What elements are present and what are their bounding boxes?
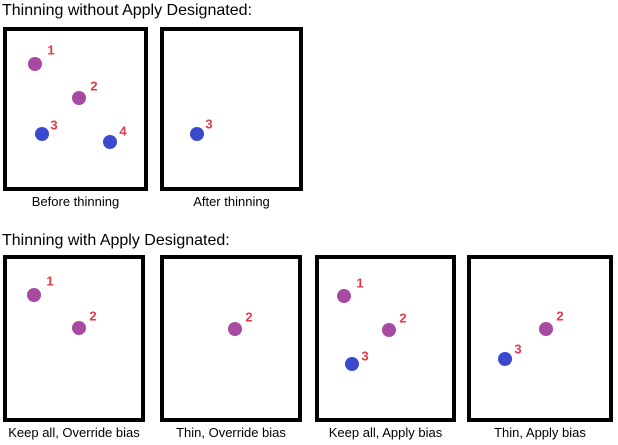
panel-caption-before-thinning: Before thinning bbox=[31, 194, 120, 209]
data-point-1-purple-dot bbox=[27, 288, 41, 302]
data-point-3-blue-dot bbox=[35, 127, 49, 141]
data-point-label-2: 2 bbox=[89, 308, 97, 324]
panel-caption-keep-all-override-bias: Keep all, Override bias bbox=[8, 425, 140, 440]
panel-box-keep-all-apply-bias bbox=[315, 255, 456, 422]
data-point-label-2: 2 bbox=[90, 78, 98, 94]
panel-caption-after-thinning: After thinning bbox=[193, 194, 270, 209]
data-point-1-purple-dot bbox=[337, 289, 351, 303]
panel-caption-keep-all-apply-bias: Keep all, Apply bias bbox=[328, 425, 443, 440]
data-point-2-purple-dot bbox=[228, 322, 242, 336]
panel-box-after-thinning bbox=[160, 27, 303, 191]
data-point-label-2: 2 bbox=[399, 310, 407, 326]
panel-caption-thin-apply-bias: Thin, Apply bias bbox=[494, 425, 586, 440]
data-point-label-3: 3 bbox=[205, 116, 213, 132]
data-point-label-1: 1 bbox=[46, 273, 54, 289]
data-point-label-3: 3 bbox=[361, 348, 369, 364]
data-point-3-blue-dot bbox=[190, 127, 204, 141]
data-point-label-1: 1 bbox=[47, 42, 55, 58]
data-point-label-2: 2 bbox=[556, 308, 564, 324]
panel-caption-thin-override-bias: Thin, Override bias bbox=[176, 425, 286, 440]
data-point-label-2: 2 bbox=[245, 309, 253, 325]
panel-box-thin-override-bias bbox=[160, 255, 302, 422]
data-point-2-purple-dot bbox=[72, 321, 86, 335]
data-point-1-purple-dot bbox=[28, 57, 42, 71]
panel-box-before-thinning bbox=[3, 27, 148, 191]
data-point-label-3: 3 bbox=[514, 341, 522, 357]
section-title-thinning-without-apply: Thinning without Apply Designated: bbox=[2, 2, 252, 19]
data-point-3-blue-dot bbox=[498, 352, 512, 366]
data-point-label-1: 1 bbox=[356, 275, 364, 291]
panel-box-keep-all-override-bias bbox=[3, 255, 145, 422]
panel-box-thin-apply-bias bbox=[467, 255, 613, 422]
data-point-label-4: 4 bbox=[119, 123, 127, 139]
data-point-2-purple-dot bbox=[382, 323, 396, 337]
data-point-3-blue-dot bbox=[345, 357, 359, 371]
data-point-2-purple-dot bbox=[539, 322, 553, 336]
section-title-thinning-with-apply: Thinning with Apply Designated: bbox=[2, 232, 230, 249]
data-point-4-blue-dot bbox=[103, 135, 117, 149]
data-point-2-purple-dot bbox=[72, 91, 86, 105]
data-point-label-3: 3 bbox=[50, 117, 58, 133]
